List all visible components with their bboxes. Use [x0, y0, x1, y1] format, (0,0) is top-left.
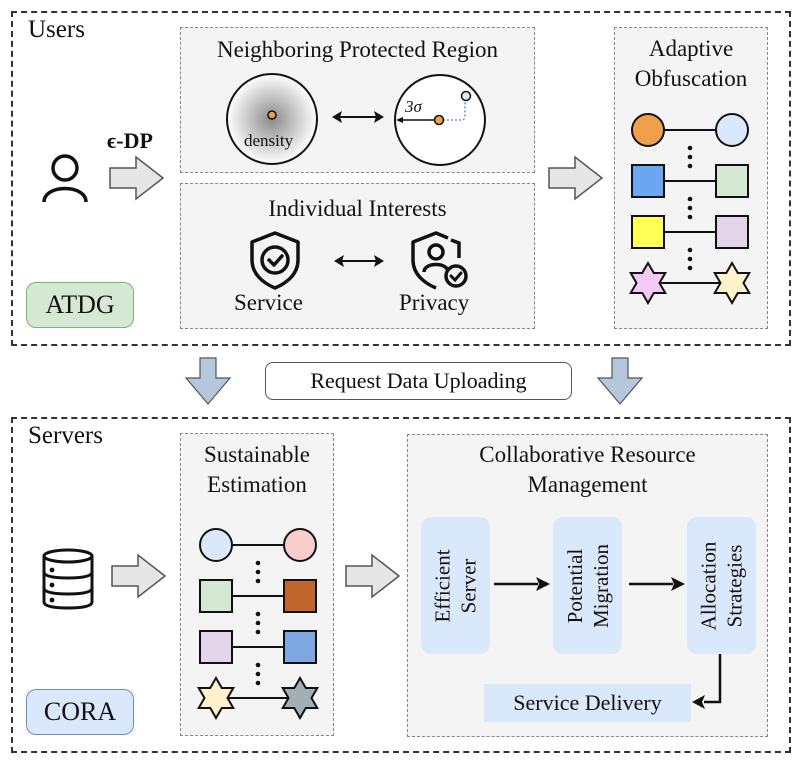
- right-arrow-icon: [111, 553, 167, 599]
- adaptive-obfuscation-pairs: [628, 113, 752, 306]
- efficient-server-line2: Server: [456, 558, 481, 613]
- square-node-left: [199, 630, 233, 664]
- sustainable-estimation-pairs: [196, 528, 320, 721]
- radius-circle: [394, 74, 486, 166]
- down-arrow-icon: [184, 357, 232, 405]
- service-delivery-block: Service Delivery: [484, 684, 691, 722]
- efficient-server-block: Efficient Server: [421, 517, 490, 654]
- potential-migration-block: Potential Migration: [553, 517, 622, 654]
- circle-node-left: [199, 528, 233, 562]
- crm-title-line1: Collaborative Resource: [479, 442, 696, 467]
- square-node-left: [631, 215, 665, 249]
- users-label: Users: [28, 16, 85, 43]
- servers-label: Servers: [28, 422, 103, 449]
- individual-interests-panel: Individual Interests: [180, 183, 535, 329]
- square-node-right: [283, 630, 317, 664]
- ellipsis-dot: [687, 256, 693, 262]
- ellipsis-dot: [255, 569, 261, 575]
- right-arrow-icon: [345, 553, 401, 599]
- circle-node-right: [283, 528, 317, 562]
- square-node-right: [715, 215, 749, 249]
- atdg-badge: ATDG: [26, 282, 134, 328]
- star-node-left: [628, 261, 668, 306]
- square-node-right: [715, 164, 749, 198]
- users-section: [11, 11, 791, 346]
- crm-title-line2: Management: [527, 472, 648, 497]
- potential-migration-line1: Potential: [562, 548, 587, 623]
- density-circle: [226, 73, 318, 165]
- ellipsis-dot: [687, 145, 693, 151]
- ellipsis-dot: [255, 671, 261, 677]
- star-node-right: [712, 260, 752, 306]
- bidirectional-arrow-icon: [334, 255, 384, 267]
- circle-node-right: [715, 113, 749, 147]
- radius-label: 3σ: [405, 97, 422, 116]
- allocation-strategies-line1: Allocation: [696, 541, 721, 630]
- user-icon: [42, 154, 88, 203]
- adaptive-obfuscation-title-line1: Adaptive: [648, 36, 734, 61]
- allocation-strategies-line2: Strategies: [722, 544, 747, 627]
- shield-check-icon: [250, 231, 300, 290]
- right-arrow-icon: [494, 577, 550, 591]
- star-node-right: [280, 675, 320, 721]
- ellipsis-dot: [687, 247, 693, 253]
- individual-interests-title: Individual Interests: [268, 196, 447, 221]
- sustainable-estimation-title-line1: Sustainable: [203, 442, 311, 467]
- elbow-arrow-icon: [692, 654, 722, 709]
- ellipsis-dot: [255, 578, 261, 584]
- circle-node-left: [631, 113, 665, 147]
- ellipsis-dot: [255, 620, 261, 626]
- efficient-server-line1: Efficient: [430, 548, 455, 623]
- ellipsis-dot: [687, 214, 693, 220]
- ellipsis-dot: [255, 560, 261, 566]
- right-arrow-icon: [629, 577, 685, 591]
- ellipsis-dot: [255, 680, 261, 686]
- cora-badge: CORA: [26, 689, 134, 735]
- service-label: Service: [234, 290, 303, 315]
- right-arrow-icon: [109, 155, 165, 201]
- density-label: density: [244, 131, 294, 150]
- privacy-user-shield-icon: [411, 231, 468, 290]
- ellipsis-dot: [687, 154, 693, 160]
- allocation-strategies-block: Allocation Strategies: [687, 517, 756, 654]
- sustainable-estimation-title-line2: Estimation: [207, 472, 307, 497]
- ellipsis-dot: [687, 163, 693, 169]
- square-node-right: [283, 579, 317, 613]
- ellipsis-dot: [687, 205, 693, 211]
- right-arrow-icon: [548, 155, 604, 201]
- ellipsis-dot: [687, 265, 693, 271]
- servers-section: [11, 417, 791, 753]
- square-node-left: [199, 579, 233, 613]
- star-node-left: [196, 676, 236, 721]
- potential-migration-line2: Migration: [588, 543, 613, 628]
- square-node-left: [631, 164, 665, 198]
- ellipsis-dot: [255, 662, 261, 668]
- down-arrow-icon: [596, 357, 644, 405]
- request-data-uploading-label: Request Data Uploading: [265, 362, 572, 400]
- privacy-label: Privacy: [399, 290, 470, 315]
- ellipsis-dot: [255, 629, 261, 635]
- adaptive-obfuscation-title-line2: Obfuscation: [634, 66, 748, 91]
- neighboring-region-title: Neighboring Protected Region: [216, 37, 499, 62]
- bidirectional-arrow-icon: [332, 111, 384, 123]
- database-icon: [42, 548, 94, 610]
- dp-label: ϵ-DP: [107, 128, 153, 153]
- ellipsis-dot: [687, 196, 693, 202]
- ellipsis-dot: [255, 611, 261, 617]
